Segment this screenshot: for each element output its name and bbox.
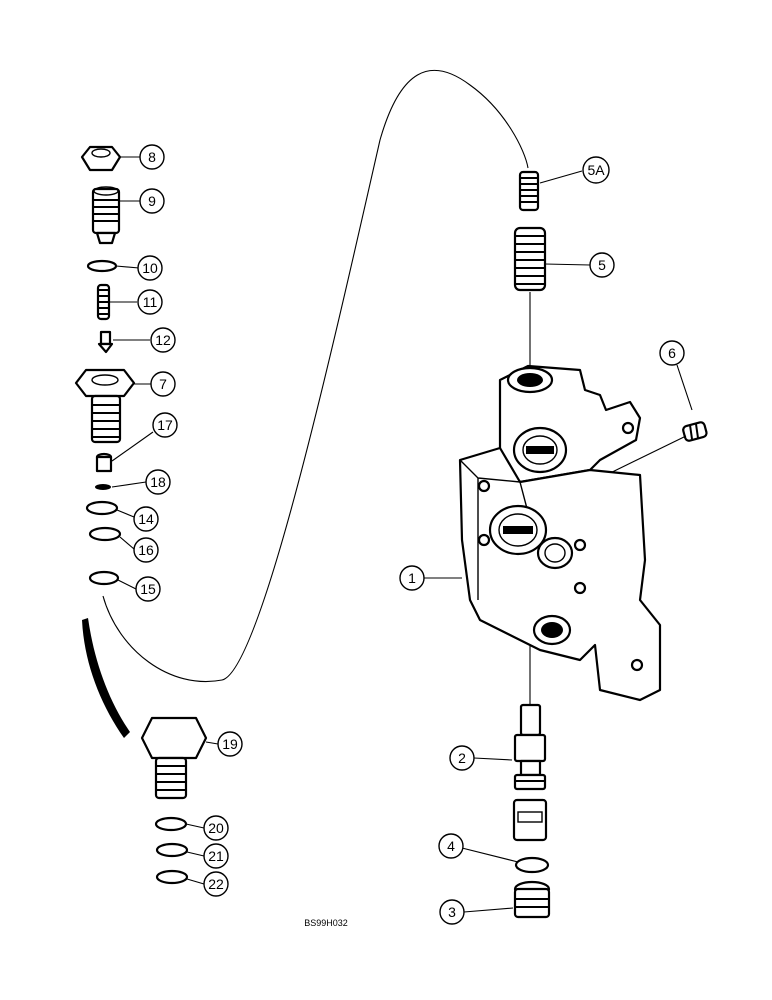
poppet-part	[97, 330, 114, 354]
backup-ring-part	[88, 526, 122, 542]
callout-18: 18	[145, 469, 171, 495]
assembly-arrow	[82, 618, 130, 738]
callout-5: 5	[589, 252, 615, 278]
callout-15: 15	[135, 576, 161, 602]
adapter-fitting-part	[74, 368, 136, 444]
set-screw-part	[682, 421, 708, 442]
callout-label: 17	[157, 417, 173, 433]
callout-label: 21	[208, 848, 224, 864]
callout-17: 17	[152, 412, 178, 438]
nut-part	[80, 145, 122, 172]
callout-label: 14	[138, 511, 154, 527]
o-ring-part-22	[155, 869, 189, 885]
callout-label: 5A	[587, 162, 605, 178]
valve-body-part	[458, 364, 662, 702]
callout-label: 20	[208, 820, 224, 836]
callout-21: 21	[203, 843, 229, 869]
callout-12: 12	[150, 327, 176, 353]
end-cap-part	[513, 880, 551, 919]
axis-line-6	[599, 435, 687, 479]
callout-label: 2	[458, 750, 466, 766]
callout-10: 10	[137, 255, 163, 281]
callout-label: 11	[143, 294, 158, 310]
callout-19: 19	[217, 731, 243, 757]
callout-label: 19	[222, 736, 238, 752]
callout-22: 22	[203, 871, 229, 897]
connector-curve	[102, 69, 529, 682]
o-ring-part-4	[514, 856, 550, 874]
spring-part	[96, 283, 111, 321]
callout-4: 4	[438, 833, 464, 859]
callout-3: 3	[439, 899, 465, 925]
callout-label: 1	[408, 570, 416, 586]
callout-label: 7	[159, 376, 167, 392]
callout-label: 5	[598, 257, 606, 273]
callout-label: 22	[208, 876, 224, 892]
callout-16: 16	[133, 537, 159, 563]
callout-6: 6	[659, 340, 685, 366]
callout-label: 15	[140, 581, 156, 597]
callout-label: 10	[142, 260, 158, 276]
callout-label: 9	[148, 193, 156, 209]
callout-label: 16	[138, 542, 154, 558]
drawing-code: BS99H032	[304, 918, 348, 928]
spool-part	[512, 703, 548, 842]
seat-part	[95, 452, 113, 473]
spring-part-5	[513, 226, 547, 292]
plug-part	[91, 186, 121, 245]
callout-5A: 5A	[582, 156, 610, 184]
callout-7: 7	[150, 371, 176, 397]
leader-lines	[110, 156, 693, 913]
backup-ring-part-21	[155, 842, 189, 858]
callout-label: 12	[155, 332, 171, 348]
callout-8: 8	[139, 144, 165, 170]
callout-label: 3	[448, 904, 456, 920]
hex-plug-part	[140, 716, 208, 800]
callout-2: 2	[449, 745, 475, 771]
small-ring-part	[95, 484, 111, 490]
o-ring-part-14	[85, 500, 119, 516]
o-ring-part	[86, 259, 118, 273]
callout-1: 1	[399, 565, 425, 591]
callout-label: 18	[150, 474, 166, 490]
callout-9: 9	[139, 188, 165, 214]
small-spring-part	[518, 170, 540, 212]
callout-label: 8	[148, 149, 156, 165]
callout-20: 20	[203, 815, 229, 841]
callout-11: 11	[137, 289, 163, 315]
o-ring-part-15	[88, 570, 120, 586]
callout-label: 6	[668, 345, 676, 361]
callout-14: 14	[133, 506, 159, 532]
o-ring-part-20	[154, 816, 188, 832]
callout-label: 4	[447, 838, 455, 854]
